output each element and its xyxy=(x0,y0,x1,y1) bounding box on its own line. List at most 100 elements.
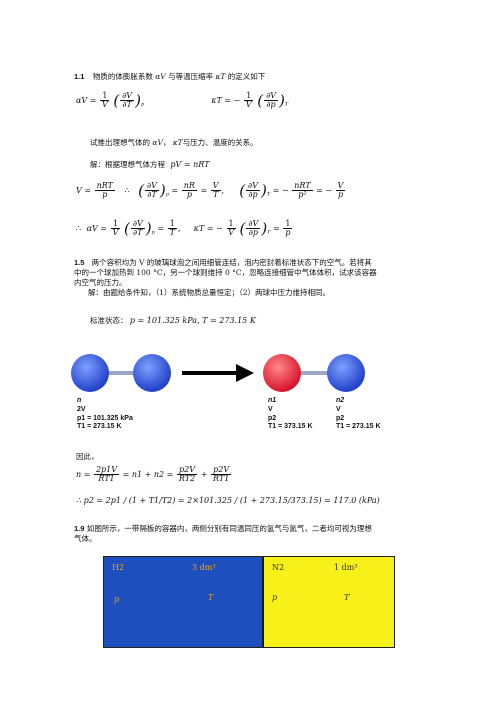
text: 解：根据理想气体方程 xyxy=(90,160,165,169)
subscript: p xyxy=(140,101,145,108)
denominator: V xyxy=(245,100,252,110)
plus-sign: + xyxy=(200,469,208,479)
denominator: p xyxy=(102,190,108,200)
numerator: 1 xyxy=(100,91,110,102)
pressure-result-equation: ∴ p2 = 2p1 / (1 + T1/T2) = 2×101.325 / (… xyxy=(76,496,380,505)
denominator: RT1 xyxy=(213,474,230,484)
text: ， xyxy=(162,138,171,147)
h2-volume-label: 3 dm³ xyxy=(192,563,216,572)
denominator: p xyxy=(186,190,192,200)
numerator: nRT xyxy=(94,181,115,192)
problem-1-5-statement: 1.5 两个容积均为 V 的玻璃球泡之间用细管连结，泡内密封着标准状态下的空气。… xyxy=(74,258,434,299)
n2-volume-label: 1 dm³ xyxy=(334,563,358,572)
connecting-tube-left xyxy=(90,371,150,375)
kappa-lhs: κT = − xyxy=(193,223,223,233)
text: 与等温压缩率 xyxy=(168,72,214,81)
figure-label-mid: n1 V p2 T1 = 373.15 K xyxy=(268,397,313,432)
alpha-lhs: αV = xyxy=(86,223,108,233)
denominator: p xyxy=(337,190,344,200)
numerator: 1 xyxy=(283,219,293,230)
subscript: p xyxy=(165,191,169,198)
partition-wall xyxy=(262,557,264,647)
bulb-cold xyxy=(327,354,365,392)
text: 试推出理想气体的 xyxy=(90,138,150,147)
numerator: ∂V xyxy=(246,181,260,192)
alpha-symbol: αV xyxy=(155,72,166,81)
partial-fraction: ∂V∂T xyxy=(130,219,145,238)
subscript: T xyxy=(284,101,289,108)
text: n = xyxy=(76,469,91,479)
h2-temperature-label: T xyxy=(208,593,214,602)
bulb-hot xyxy=(263,354,301,392)
numerator: ∂V xyxy=(264,91,278,102)
paren: ( xyxy=(257,91,264,110)
temperature-label: T1 = 373.15 K xyxy=(268,423,313,431)
figure-label-right: n2 V p2 T1 = 273.15 K xyxy=(336,397,381,432)
moles-label: n1 xyxy=(268,397,277,404)
nitrogen-side xyxy=(264,557,394,647)
thus-text: 因此， xyxy=(76,452,99,461)
pressure-label: p1 = 101.325 kPa xyxy=(77,414,133,422)
numerator: V xyxy=(210,181,221,192)
problem-1-1-statement: 1.1 物质的体膨胀系数 αV 与等温压缩率 κT 的定义如下 xyxy=(74,72,434,82)
denominator: RT1 xyxy=(98,474,115,484)
therefore-symbol: ∴ xyxy=(76,223,82,233)
text: = n1 + n2 = xyxy=(122,469,174,479)
numerator: nR xyxy=(181,181,197,192)
paren: ( xyxy=(123,219,130,238)
paren: ) xyxy=(278,91,285,110)
n2-pressure-label: p xyxy=(272,593,278,602)
arrow-head-icon xyxy=(236,364,254,382)
problem-number: 1.5 xyxy=(74,258,85,267)
text: 物质的体膨胀系数 xyxy=(92,72,153,81)
numerator: p2V xyxy=(177,465,198,476)
denominator: ∂T xyxy=(133,228,143,238)
paren: ( xyxy=(239,181,246,200)
figure-label-left: n 2V p1 = 101.325 kPa T1 = 273.15 K xyxy=(77,397,133,432)
bulb-left-2 xyxy=(133,354,171,392)
temperature-label: T1 = 273.15 K xyxy=(336,423,381,431)
paren: ( xyxy=(138,181,144,200)
numerator: nRT xyxy=(292,181,313,192)
numerator: 1 xyxy=(244,91,254,102)
pressure-label: p2 xyxy=(336,414,345,422)
gas-container-box: H2 3 dm³ p T N2 1 dm³ p T xyxy=(103,556,395,648)
numerator: ∂V xyxy=(145,181,159,192)
volume-label: 2V xyxy=(77,405,86,413)
text: 内空气的压力。 xyxy=(74,278,127,288)
connecting-tube-right xyxy=(282,371,346,375)
bulb-left-1 xyxy=(71,354,109,392)
numerator: 2p1V xyxy=(93,465,120,476)
n2-temperature-label: T xyxy=(344,593,350,602)
paren: ) xyxy=(260,181,267,200)
kappa-symbol: κT xyxy=(172,138,183,147)
kappa-symbol: κT xyxy=(215,72,226,81)
numerator: 1 xyxy=(226,219,236,230)
partial-fraction: ∂V∂T xyxy=(120,91,135,110)
numerator: 1 xyxy=(167,219,177,230)
paren: ) xyxy=(261,219,268,238)
denominator: T xyxy=(212,190,219,200)
subscript: T xyxy=(266,191,271,198)
temperature-label: T1 = 273.15 K xyxy=(77,423,122,431)
denominator: ∂p xyxy=(248,228,258,238)
denominator: p xyxy=(285,228,291,238)
text: 如图所示，一带隔板的容器内，两侧分别有同温同压的氢气与氮气，二者均可视为理想 xyxy=(86,524,372,533)
pressure-label: p2 xyxy=(268,414,277,422)
task-statement: 试推出理想气体的 αV， κT与压力、温度的关系。 xyxy=(90,138,430,148)
denominator: ∂T xyxy=(147,190,157,200)
denominator: V xyxy=(112,228,119,238)
ideal-gas-equation: pV = nRT xyxy=(170,160,210,169)
problem-number: 1.9 xyxy=(74,524,85,533)
